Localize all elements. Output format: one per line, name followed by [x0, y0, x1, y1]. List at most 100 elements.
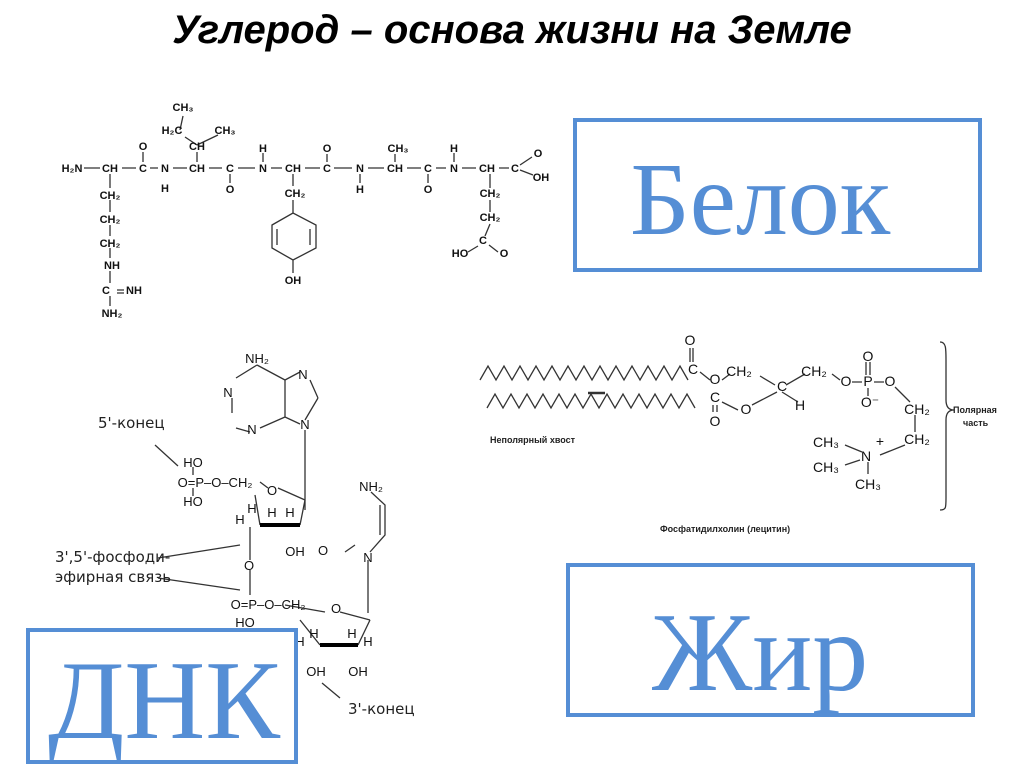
dna-atom-label: O [244, 558, 254, 573]
protein-atom-label: CH₂ [480, 188, 501, 200]
lipid-caption: Фосфатидилхолин (лецитин) [660, 524, 790, 534]
protein-atom-label: CH₃ [215, 125, 236, 137]
dna-atom-label: N [300, 417, 309, 432]
protein-atom-label: H [259, 143, 267, 155]
lipid-atom-label: CH₂ [726, 363, 752, 379]
dna-atom-label: O [318, 543, 328, 558]
protein-atom-label: C [102, 285, 110, 297]
protein-atom-label: H₂C [162, 125, 183, 137]
lipid-polar-part-label-1: Полярная [953, 405, 997, 415]
dna-atom-label: O=P–O–CH₂ [231, 597, 306, 612]
protein-atom-label: CH₃ [173, 102, 194, 114]
lipid-atom-label: C [710, 389, 720, 405]
protein-atom-label: N [259, 163, 267, 175]
protein-atom-label: N [356, 163, 364, 175]
protein-atom-label: N [161, 163, 169, 175]
lipid-atom-label: CH₂ [904, 431, 930, 447]
dna-atom-label: HO [235, 615, 255, 630]
lipid-nonpolar-tail-label: Неполярный хвост [490, 435, 576, 445]
dna-atom-label: H [247, 501, 256, 516]
slide-title: Углерод – основа жизни на Земле [172, 8, 852, 52]
protein-atom-label: C [139, 163, 147, 175]
dna-atom-label: OH [348, 664, 368, 679]
lipid-atom-label: CH₃ [855, 476, 881, 492]
protein-atom-label: NH [104, 260, 120, 272]
dna-three-prime-label: 3'-конец [348, 700, 415, 718]
dna-atom-label: N [363, 550, 372, 565]
protein-atom-label: C [323, 163, 331, 175]
protein-atom-label: CH₂ [100, 190, 121, 202]
dna-atom-label: OH [306, 664, 326, 679]
dna-bold-bonds [260, 523, 358, 647]
protein-atom-label: CH₂ [480, 212, 501, 224]
dna-atom-label: H [285, 505, 294, 520]
protein-atom-label: CH [479, 163, 495, 175]
lipid-label: Жир [652, 591, 868, 715]
lipid-atom-label: O [710, 413, 721, 429]
protein-atom-label: HO [452, 248, 469, 260]
lipid-atom-label: CH₂ [904, 401, 930, 417]
protein-atom-label: CH [102, 163, 118, 175]
protein-atom-label: NH [126, 285, 142, 297]
protein-atom-label: N [450, 163, 458, 175]
lipid-atom-label: O [885, 373, 896, 389]
protein-atom-label: CH₂ [100, 214, 121, 226]
lipid-atom-label: O [863, 348, 874, 364]
dna-atom-label: NH₂ [245, 351, 269, 366]
protein-atom-label: CH [387, 163, 403, 175]
lipid-atom-label: C [688, 361, 698, 377]
protein-atom-label: OH [533, 172, 550, 184]
dna-atom-label: H [363, 634, 372, 649]
protein-bonds [84, 115, 534, 306]
protein-atom-label: H [161, 183, 169, 195]
lipid-atom-label: P [863, 373, 872, 389]
protein-atom-label: C [511, 163, 519, 175]
protein-atom-label: H [356, 184, 364, 196]
protein-atom-label: CH₃ [388, 143, 409, 155]
dna-atom-label: H [309, 626, 318, 641]
lipid-atom-label: N [861, 448, 871, 464]
protein-atom-label: C [226, 163, 234, 175]
protein-atom-label: O [534, 148, 543, 160]
dna-atom-label: H [295, 634, 304, 649]
lipid-atom-label: O⁻ [861, 394, 879, 410]
protein-atom-label: H [450, 143, 458, 155]
protein-atom-label: NH₂ [102, 308, 123, 320]
protein-atom-label: O [500, 248, 509, 260]
lipid-atom-label: + [876, 433, 884, 449]
dna-atom-label: N [247, 422, 256, 437]
lipid-atom-label: H [795, 397, 805, 413]
protein-atom-label: OH [285, 275, 302, 287]
lipid-atom-label: CH₃ [813, 459, 839, 475]
lipid-atom-label: O [710, 371, 721, 387]
dna-atom-label: H [235, 512, 244, 527]
protein-atom-label: CH [189, 141, 205, 153]
protein-atom-label: CH [285, 163, 301, 175]
lipid-atom-label: O [685, 332, 696, 348]
dna-bonds [154, 364, 386, 699]
dna-bond-label-2: эфирная связь [55, 568, 171, 586]
dna-atom-label: O=P–O–CH₂ [178, 475, 253, 490]
lipid-polar-part-label-2: часть [963, 418, 989, 428]
lipid-atom-label: CH₃ [813, 434, 839, 450]
dna-label: ДНК [48, 639, 281, 763]
dna-atom-label: H [267, 505, 276, 520]
protein-atom-label: O [323, 143, 332, 155]
lipid-atom-label: C [777, 378, 787, 394]
dna-atom-label: N [298, 367, 307, 382]
protein-atom-label: O [226, 184, 235, 196]
protein-atom-label: C [479, 235, 487, 247]
dna-atom-label: HO [183, 455, 203, 470]
protein-label: Белок [630, 142, 891, 257]
lipid-atom-label: O [741, 401, 752, 417]
dna-bond-label-1: 3',5'-фосфоди- [55, 548, 170, 566]
dna-atom-label: OH [285, 544, 305, 559]
dna-five-prime-label: 5'-конец [98, 414, 165, 432]
protein-atom-label: CH₂ [285, 188, 306, 200]
protein-atom-label: O [139, 141, 148, 153]
protein-atom-label: CH₂ [100, 238, 121, 250]
